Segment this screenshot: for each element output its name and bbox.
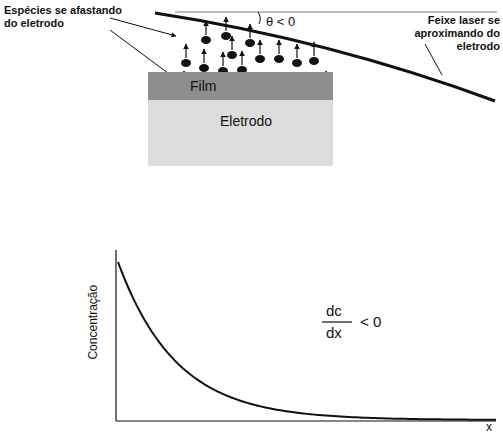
motion-arrow [225, 17, 226, 31]
angle-arc [258, 12, 260, 24]
concentration-curve [118, 262, 496, 420]
motion-arrow [296, 44, 297, 58]
callout-label: Espécies se afastando do eletrodo [4, 4, 124, 30]
motion-arrow [249, 24, 250, 38]
motion-arrow [231, 36, 232, 50]
fraction-denominator: dx [326, 324, 342, 342]
electrode-block: Eletrodo [148, 100, 333, 166]
species-dot [227, 51, 237, 59]
leader-line [110, 18, 176, 36]
species-dot [309, 57, 319, 65]
fraction-numerator: dc [326, 302, 342, 320]
reference-line [175, 12, 497, 13]
motion-arrow [185, 44, 186, 58]
callout-label: Feixe laser se aproximando do eletrodo [400, 14, 500, 54]
layer-label: Film [190, 78, 216, 94]
motion-arrow [278, 40, 279, 54]
axis-title: Concentração [86, 285, 100, 360]
species-dot [199, 64, 209, 72]
motion-arrow [259, 40, 260, 54]
motion-arrow [205, 21, 206, 35]
inequality: < 0 [360, 313, 381, 331]
layer-label: Eletrodo [220, 113, 272, 129]
motion-arrow [203, 49, 204, 63]
species-dot [292, 59, 302, 67]
species-dot [221, 32, 231, 40]
motion-arrow [222, 52, 223, 66]
film-layer: Film [148, 72, 333, 100]
angle-label: θ < 0 [266, 14, 295, 30]
species-dot [255, 55, 265, 63]
axis-title: x [486, 420, 492, 434]
motion-arrow [241, 51, 242, 65]
y-axis [115, 250, 116, 421]
x-axis [116, 420, 496, 421]
species-dot [245, 39, 255, 47]
leader-line [425, 44, 442, 75]
species-dot [201, 36, 211, 44]
species-dot [274, 55, 284, 63]
species-dot [181, 59, 191, 67]
fraction-bar [322, 321, 352, 322]
motion-arrow [313, 42, 314, 56]
